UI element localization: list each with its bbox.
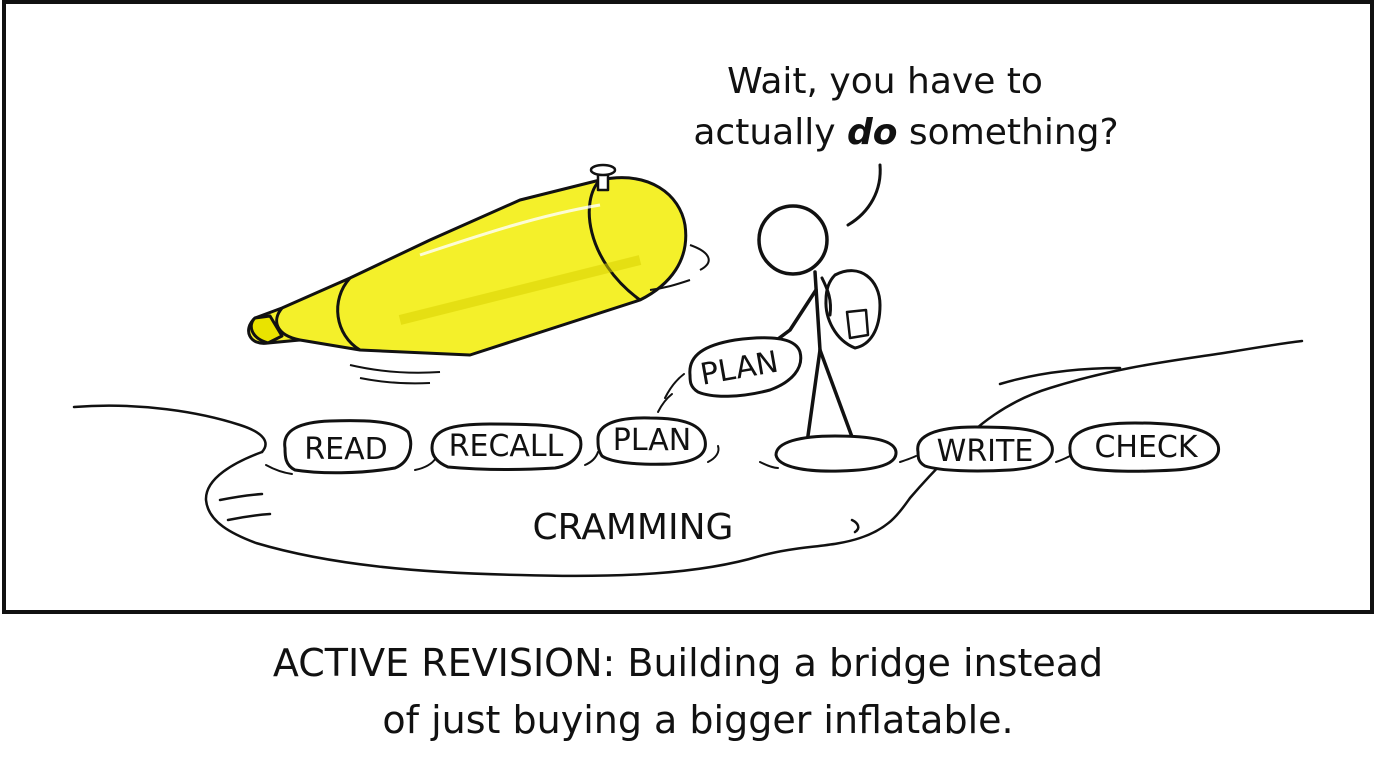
stone-check (1068, 421, 1221, 473)
stone-label-write: WRITE (937, 434, 1034, 469)
stone-write (916, 425, 1054, 473)
speech-line-1: Wait, you have to (727, 61, 1043, 102)
stone-label-recall: RECALL (449, 429, 564, 464)
stone-plan-carried (688, 336, 803, 398)
stone-plan-placed (596, 416, 707, 466)
speech-tail (846, 163, 882, 227)
panel-border (2, 0, 1374, 614)
stone-label-read: READ (304, 432, 387, 467)
stone-label-plan-placed: PLAN (613, 423, 691, 458)
stepping-stones (283, 336, 1221, 475)
caption-line-1: ACTIVE REVISION: Building a bridge inste… (273, 641, 1103, 685)
caption-line-2: of just buying a bigger inflatable. (382, 698, 1013, 742)
highlighter-inflatable (247, 163, 710, 385)
stone-recall (430, 422, 583, 471)
stone-under-figure (774, 434, 898, 473)
puddle-label: CRAMMING (533, 507, 734, 548)
speech-line-2: actually do something? (693, 112, 1118, 153)
stone-label-check: CHECK (1094, 430, 1198, 465)
stick-figure (757, 204, 882, 452)
speech-emphasis: do (847, 112, 898, 153)
motion-marks (265, 373, 1071, 475)
stone-read (283, 419, 413, 475)
river-bank (72, 339, 1304, 578)
